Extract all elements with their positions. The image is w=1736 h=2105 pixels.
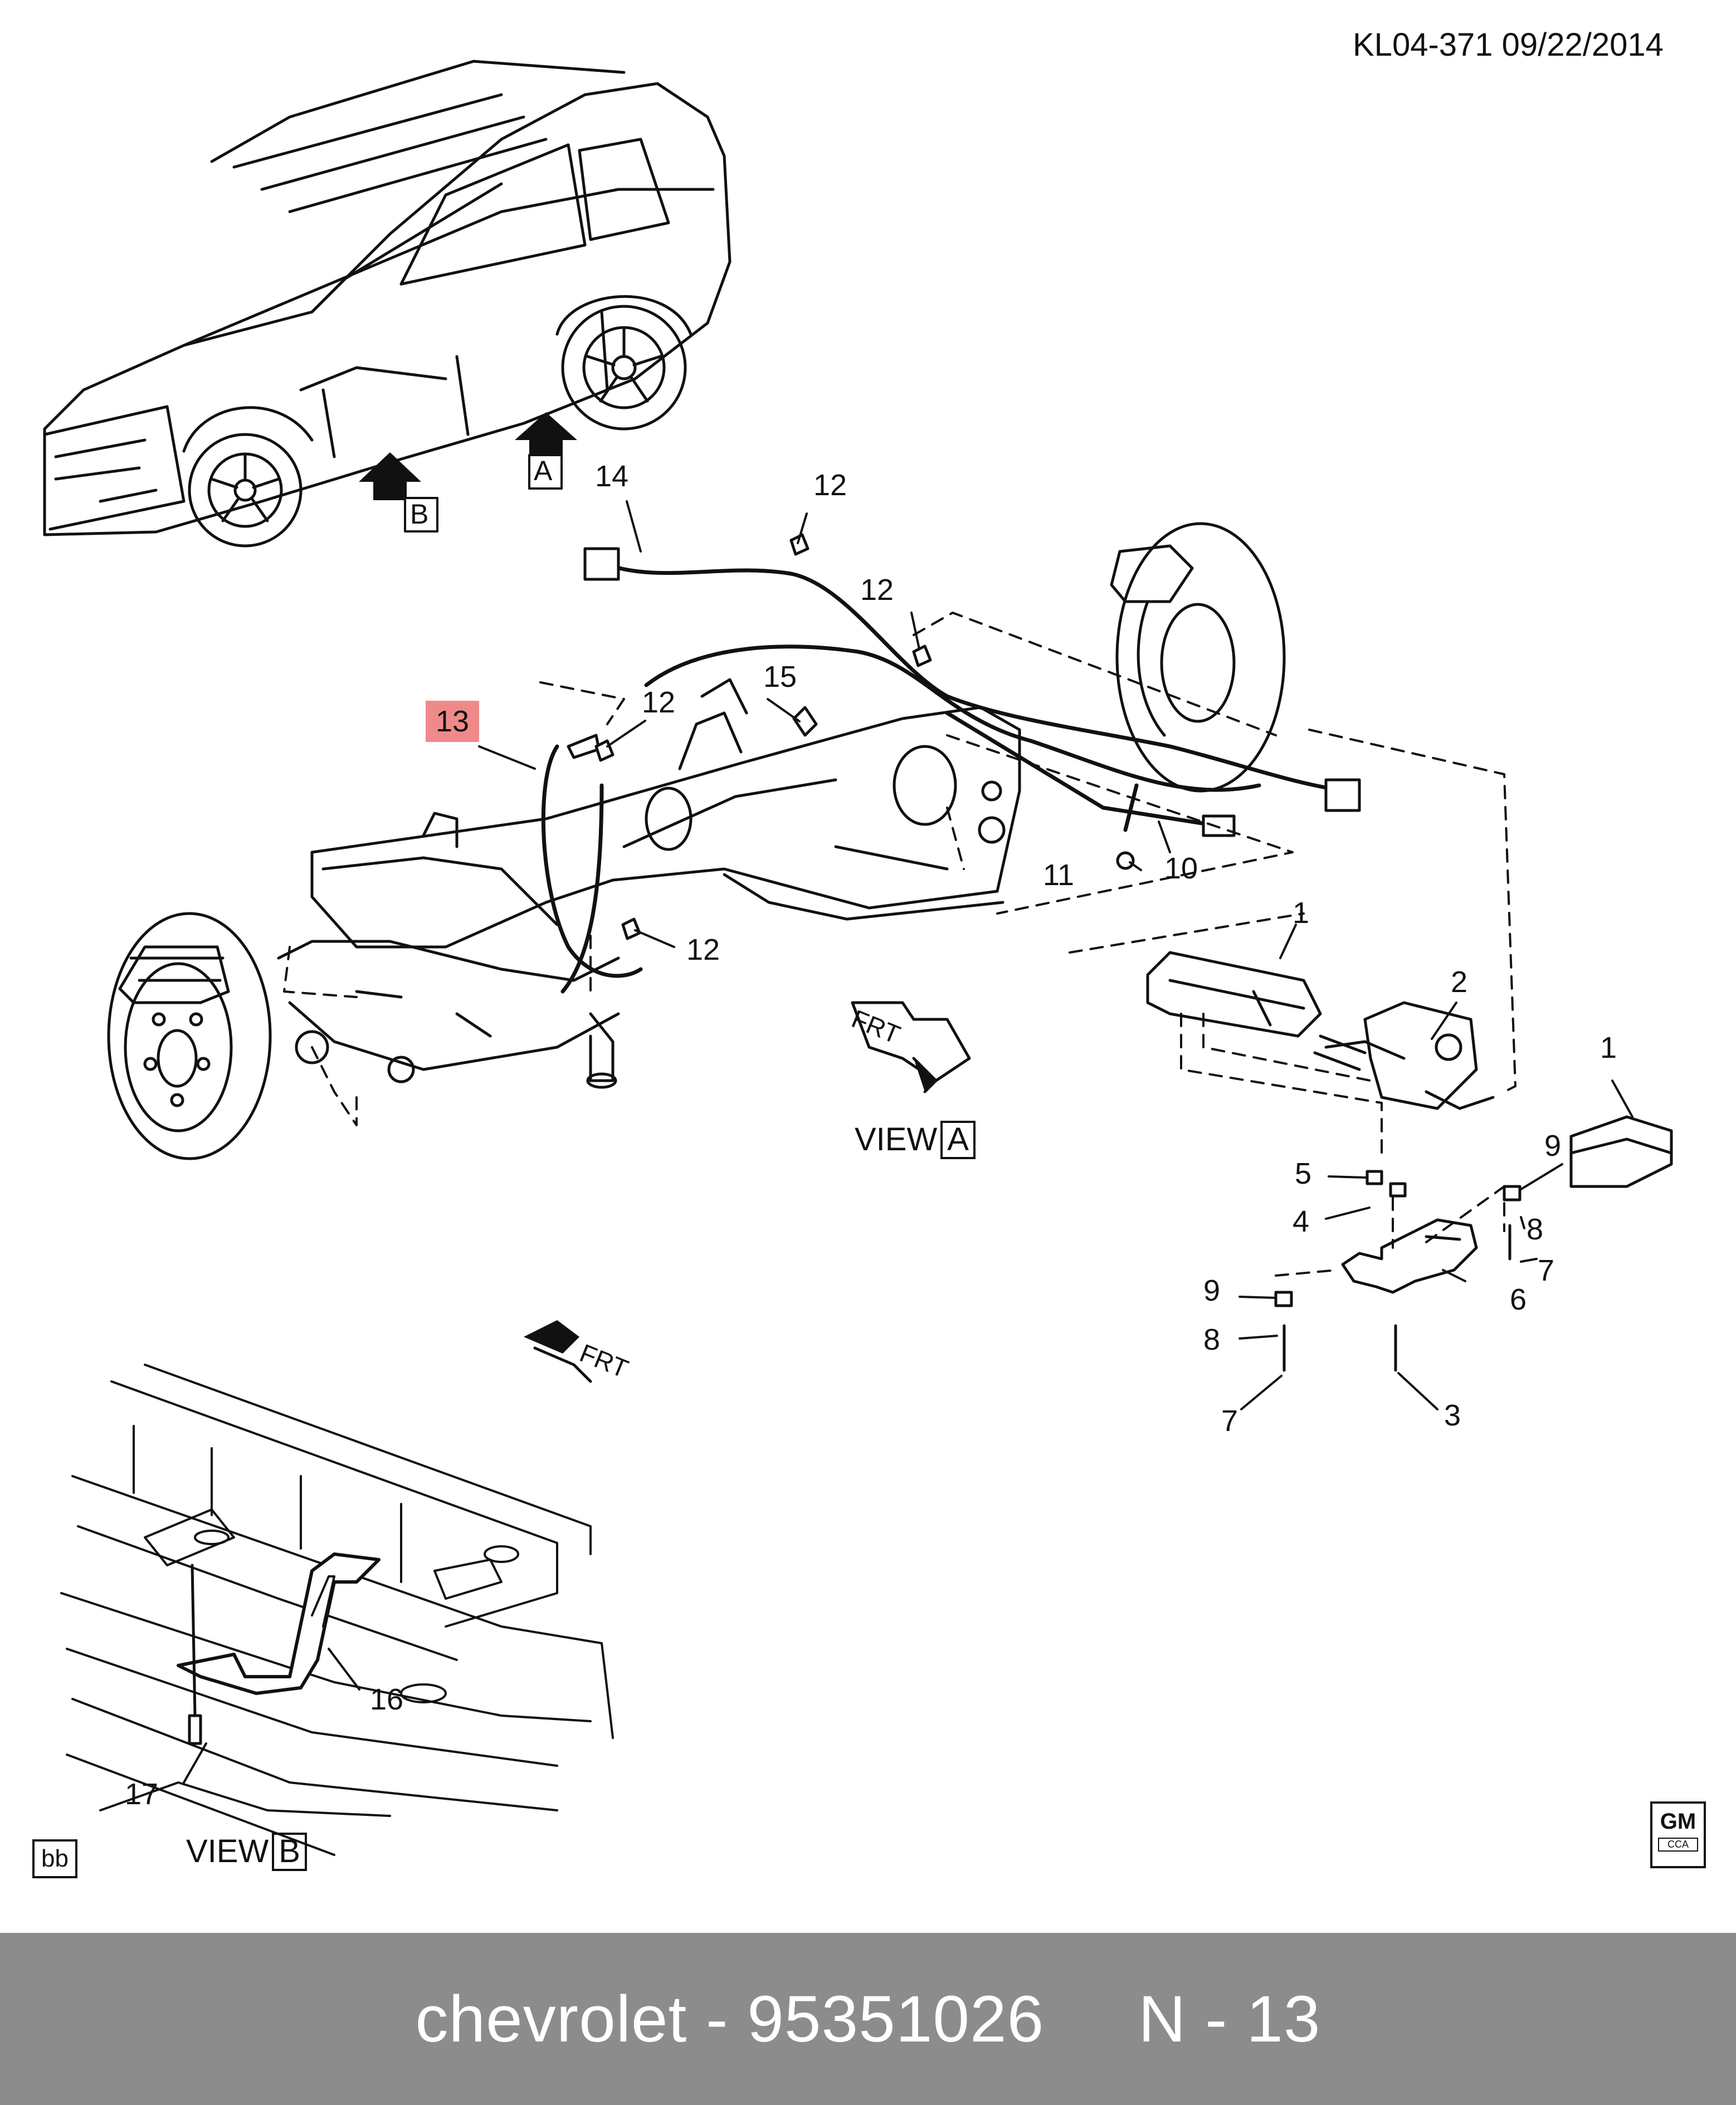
drawing-id: KL04-371 09/22/2014 xyxy=(1353,27,1664,63)
parts-diagram xyxy=(43,60,1673,1856)
gm-logo-cca: CCA xyxy=(1658,1838,1698,1852)
callout-12-left: 12 xyxy=(642,686,676,719)
frt-arrow-view-b xyxy=(524,1320,592,1383)
callout-leaders xyxy=(183,500,1633,1784)
callout-10: 10 xyxy=(1164,852,1198,885)
callout-9-left: 9 xyxy=(1203,1274,1221,1307)
callout-2: 2 xyxy=(1451,965,1468,999)
view-a-letter: A xyxy=(940,1121,976,1159)
view-a-arrow-box xyxy=(528,454,563,490)
gm-logo: GM CCA xyxy=(1650,1801,1706,1868)
view-b-word: VIEW xyxy=(186,1833,269,1869)
callout-12-top: 12 xyxy=(813,468,847,502)
callout-14: 14 xyxy=(595,460,629,493)
left-rear-brake-disc xyxy=(107,912,272,1160)
callout-13-highlighted: 13 xyxy=(426,701,480,742)
view-b-letter: B xyxy=(272,1833,307,1871)
dashed-boundaries xyxy=(283,612,1516,1277)
brake-module-assembly xyxy=(1146,951,1673,1188)
view-a-arrow-letter: A xyxy=(534,455,553,486)
callout-4: 4 xyxy=(1293,1205,1310,1238)
view-b-arrow xyxy=(359,452,421,500)
view-b-arrow-box xyxy=(404,497,438,533)
callout-8-right: 8 xyxy=(1527,1213,1544,1246)
callout-12-low: 12 xyxy=(686,933,720,966)
callout-5: 5 xyxy=(1295,1157,1312,1190)
callout-7-left: 7 xyxy=(1221,1404,1238,1438)
callout-12-mid: 12 xyxy=(860,573,894,607)
callout-11: 11 xyxy=(1043,858,1075,892)
gm-logo-text: GM xyxy=(1660,1809,1696,1834)
callout-15: 15 xyxy=(763,660,797,693)
callout-9-right: 9 xyxy=(1544,1129,1562,1163)
callout-17: 17 xyxy=(125,1777,159,1811)
callout-6: 6 xyxy=(1510,1283,1527,1316)
footer-text: chevrolet - 95351026 N - 13 xyxy=(415,1982,1321,2056)
view-a-word: VIEW xyxy=(855,1121,938,1157)
footer-bar: chevrolet - 95351026 N - 13 xyxy=(0,1933,1736,2105)
view-b-arrow-letter: B xyxy=(410,499,429,530)
callout-8-left: 8 xyxy=(1203,1323,1221,1356)
callout-1-module: 1 xyxy=(1293,896,1310,930)
bb-badge: bb xyxy=(32,1839,77,1878)
view-a-arrow xyxy=(515,412,577,458)
frt-arrow-view-a xyxy=(851,1001,971,1093)
callout-16: 16 xyxy=(370,1683,404,1716)
vehicle-illustration xyxy=(43,60,732,548)
park-brake-cables xyxy=(541,560,1350,994)
bolt-12-markers xyxy=(594,533,1135,940)
callout-3: 3 xyxy=(1444,1399,1461,1432)
callout-1-cover: 1 xyxy=(1600,1031,1617,1064)
view-b-inset xyxy=(60,1364,614,1856)
rear-subframe xyxy=(277,678,1021,1089)
callout-7-right: 7 xyxy=(1538,1254,1555,1287)
right-rear-backing-plate xyxy=(1110,522,1286,793)
cable-fittings xyxy=(567,547,1361,837)
